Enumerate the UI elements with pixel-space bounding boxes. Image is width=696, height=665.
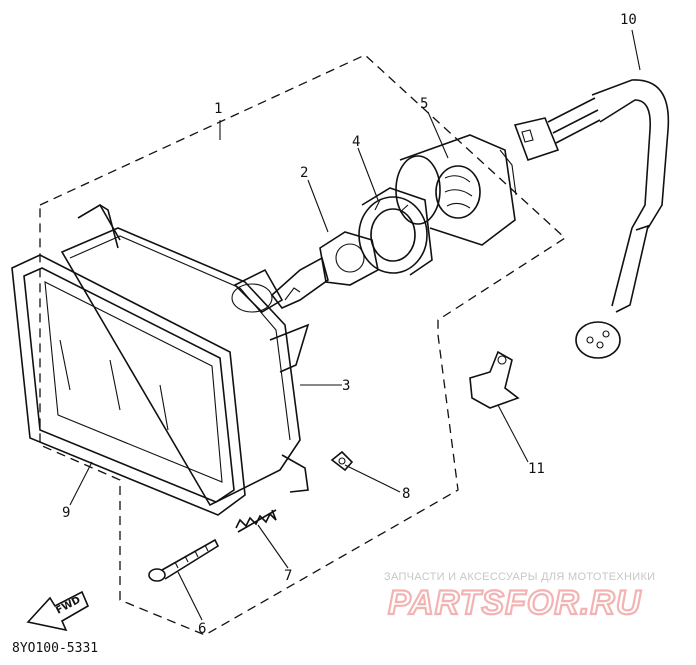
fwd-label: FWD: [54, 595, 82, 617]
callout-3: 3: [342, 378, 350, 394]
headlight-rim: [11, 254, 246, 516]
headlight-housing: [60, 203, 310, 507]
spring: [235, 509, 277, 533]
callout-labels: 1 2 3 4 5 6 7 8 9 10 11: [62, 12, 637, 637]
callout-9: 9: [62, 505, 70, 521]
watermark: ЗАПЧАСТИ И АКСЕССУАРЫ ДЛЯ МОТОТЕХНИКИ PA…: [384, 571, 655, 623]
clip-nut: [330, 450, 354, 472]
rubber-boot: [395, 134, 517, 246]
callout-5: 5: [420, 96, 428, 112]
fwd-arrow: FWD: [26, 590, 90, 632]
watermark-brand: PARTSFOR.RU: [388, 584, 642, 622]
watermark-tagline: ЗАПЧАСТИ И АКСЕССУАРЫ ДЛЯ МОТОТЕХНИКИ: [384, 571, 655, 583]
callout-6: 6: [198, 621, 206, 637]
leader-lines: [69, 29, 641, 621]
callout-4: 4: [352, 134, 360, 150]
diagram-code: 8YO100-5331: [12, 641, 98, 656]
callout-8: 8: [402, 486, 410, 502]
cable-clamp: [469, 350, 520, 409]
headlight-bulb: [270, 231, 379, 309]
bulb-socket-cover: [358, 187, 433, 276]
callout-7: 7: [284, 568, 292, 584]
wire-harness: [513, 79, 670, 359]
callout-11: 11: [528, 461, 545, 477]
assembly-outline: [39, 54, 567, 636]
callout-1: 1: [214, 101, 222, 117]
adjusting-screw: [148, 538, 220, 582]
callout-10: 10: [620, 12, 637, 28]
callout-2: 2: [300, 165, 308, 181]
